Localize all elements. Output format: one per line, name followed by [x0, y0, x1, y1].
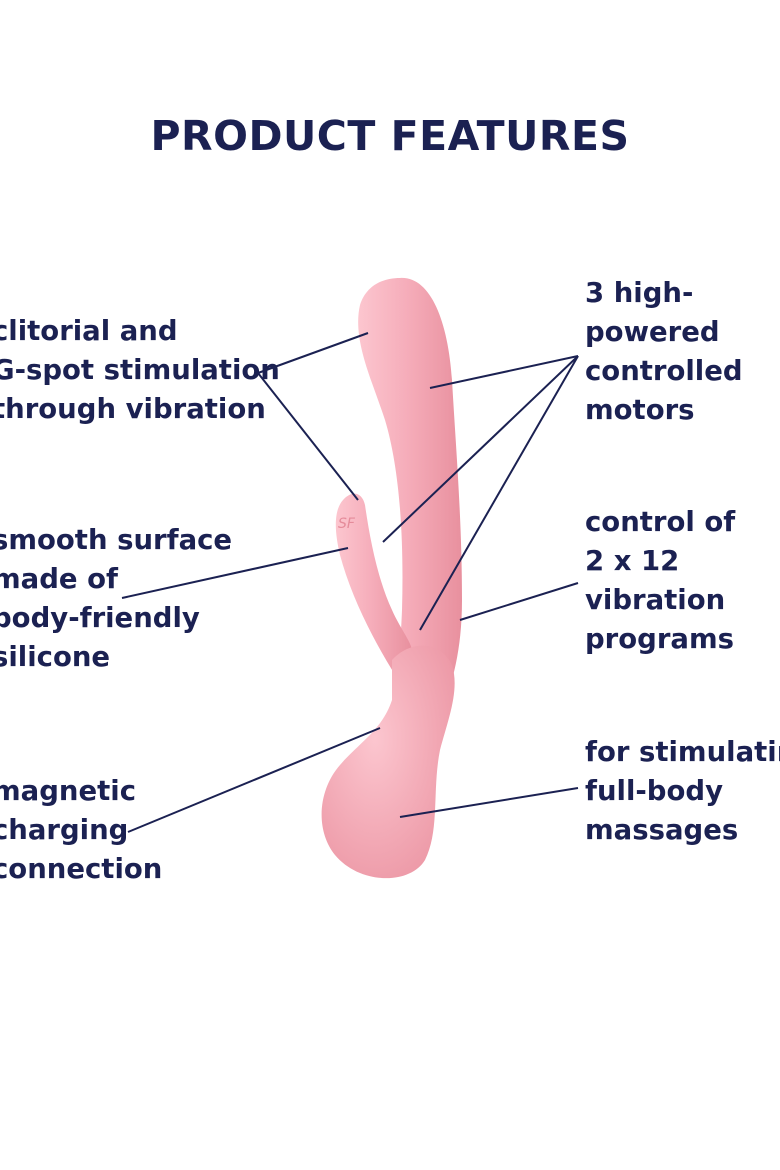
- feature-label-programs: control of 2 x 12 vibration programs: [585, 506, 736, 655]
- feature-label-massages: for stimulating full-body massages: [585, 736, 780, 846]
- logo-mark: SF: [338, 516, 356, 532]
- feature-label-motors: 3 high- powered controlled motors: [585, 277, 743, 426]
- product-handle: [321, 645, 455, 879]
- feature-label-charging: magnetic charging connection: [0, 775, 163, 885]
- product-clitoral-arm: [335, 493, 412, 690]
- product-shaft: [358, 277, 462, 735]
- feature-label-stimulation: clitorial and G-spot stimulation through…: [0, 315, 280, 425]
- callout-lines: [121, 332, 579, 833]
- feature-label-surface: smooth surface made of body-friendly sil…: [0, 524, 233, 673]
- page-title: PRODUCT FEATURES: [150, 112, 630, 160]
